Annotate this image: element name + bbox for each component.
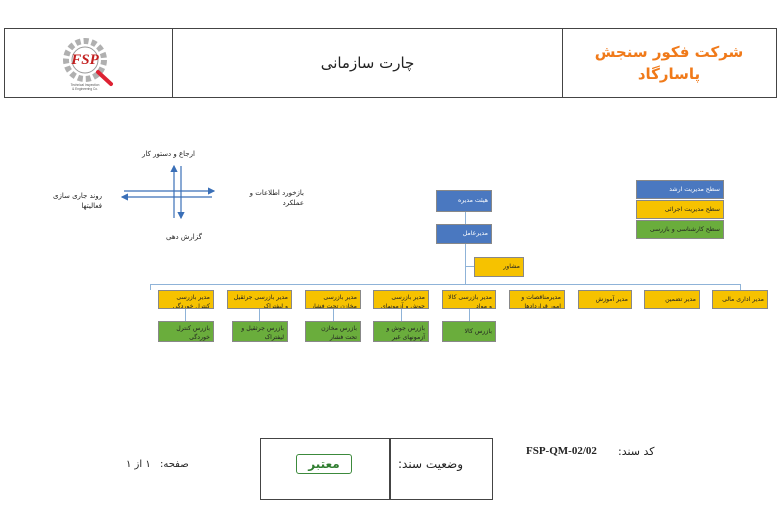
document-code-label: کد سند: <box>618 445 655 458</box>
document-code: FSP-QM-02/02 <box>526 445 597 457</box>
connector <box>185 309 186 321</box>
inspector-crane-forklift: بازرس جرثقیل و لیفتراک <box>232 321 288 342</box>
manager-quality-assurance: مدیر تضمین کیفیت <box>644 290 700 309</box>
page-number: ۱ از ۱ <box>126 459 151 470</box>
manager-corrosion-control-inspection: مدیر بازرسی کنترل خوردگی <box>158 290 214 309</box>
manager-pressure-vessels-inspection: مدیر بازرسی مخازن تحت فشار <box>305 290 361 309</box>
ceo-box: مدیرعامل <box>436 224 492 244</box>
company-name-line1: شرکت فکور سنجش <box>594 43 744 61</box>
connector <box>465 212 466 224</box>
manager-goods-inspection: مدیر بازرسی کالا و مواد <box>442 290 496 309</box>
connector <box>469 309 470 321</box>
legend-arrow-down-label: گزارش دهی <box>166 233 202 241</box>
logo-subtitle-1: Technical Inspection <box>70 83 99 87</box>
connector <box>259 309 260 321</box>
legend-arrow-right-label: بازخورد اطلاعات و عملکرد <box>249 189 304 207</box>
status-stamp: معتبر <box>296 454 352 474</box>
legend-level-strategic: سطح مدیریت ارشد <box>636 180 724 199</box>
inspector-corrosion-control: بازرس کنترل خوردگی <box>158 321 214 342</box>
inspector-pressure-vessels: بازرس مخازن تحت فشار <box>305 321 361 342</box>
document-status-label: وضعیت سند: <box>398 457 464 471</box>
manager-training: مدیر آموزش <box>578 290 632 309</box>
inspector-goods: بازرس کالا <box>442 321 496 342</box>
company-name-line2: پاسارگاد <box>637 65 701 83</box>
connector <box>740 284 741 290</box>
legend-level-executive: سطح مدیریت اجرائی <box>636 200 724 219</box>
logo-subtitle-2: & Engineering Co. <box>72 87 98 91</box>
connector <box>465 266 474 267</box>
page-number-label: صفحه: <box>160 459 189 470</box>
connector <box>333 309 334 321</box>
board-of-directors-box: هیئت مدیره <box>436 190 492 212</box>
connector <box>465 244 466 284</box>
page-title: چارت سازمانی <box>173 29 563 97</box>
connector <box>150 284 151 290</box>
advisor-box: مشاور <box>474 257 524 277</box>
fsp-logo-icon: FSP Technical Inspection & Engineering C… <box>62 38 113 91</box>
legend-arrow-left-label: روند جاری سازی فعالیتها <box>52 192 102 210</box>
manager-crane-forklift-inspection: مدیر بازرسی جرثقیل و لیفتراک <box>227 290 292 309</box>
manager-tenders-contracts: مدیرمناقصات و امور قراردادها <box>509 290 565 309</box>
manager-admin-finance: مدیر اداری مالی <box>712 290 768 309</box>
legend-level-expert: سطح کارشناسی و بازرسی <box>636 220 724 239</box>
company-name: شرکت فکور سنجش پاسارگاد <box>563 29 775 97</box>
status-divider <box>389 438 391 500</box>
inspector-welding-ndt: بازرس جوش و آزمونهای غیر مخرب <box>373 321 429 342</box>
logo-cell: FSP Technical Inspection & Engineering C… <box>5 29 173 97</box>
manager-welding-ndt-inspection: مدیر بازرسی جوش و آزمونهای غیر مخرب <box>373 290 429 309</box>
legend-arrow-up-label: ارجاع و دستور کار <box>142 150 195 158</box>
connector <box>401 309 402 321</box>
connector <box>150 284 740 285</box>
document-status-box <box>260 438 493 500</box>
logo-letters: FSP <box>70 52 99 68</box>
document-header: FSP Technical Inspection & Engineering C… <box>4 28 777 98</box>
cross-arrows-icon <box>120 164 216 220</box>
